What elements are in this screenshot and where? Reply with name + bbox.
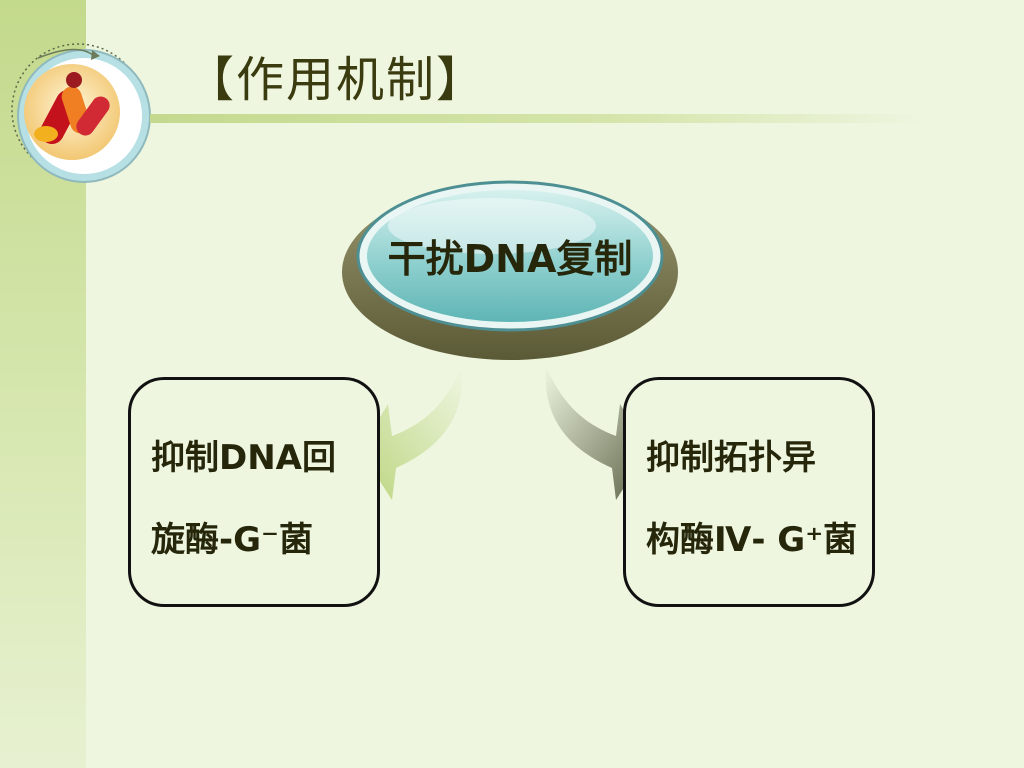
- title-underline: [150, 114, 930, 123]
- right-box-line-1: 抑制拓扑异: [646, 438, 816, 478]
- left-box-line-2: 旋酶-G⁻菌: [151, 520, 313, 560]
- capsules-logo-icon: [11, 43, 151, 183]
- left-mechanism-box: 抑制DNA回 旋酶-G⁻菌: [128, 377, 380, 607]
- center-node-label: 干扰DNA复制: [387, 237, 633, 281]
- center-node: [342, 180, 678, 360]
- curved-arrow-down-right-icon: [545, 366, 648, 500]
- curved-arrow-down-left-icon: [360, 366, 463, 500]
- right-mechanism-box: 抑制拓扑异 构酶Ⅳ- G⁺菌: [623, 377, 875, 607]
- right-box-line-2: 构酶Ⅳ- G⁺菌: [646, 520, 858, 560]
- page-title: 【作用机制】: [186, 52, 487, 108]
- left-box-line-1: 抑制DNA回: [151, 438, 336, 478]
